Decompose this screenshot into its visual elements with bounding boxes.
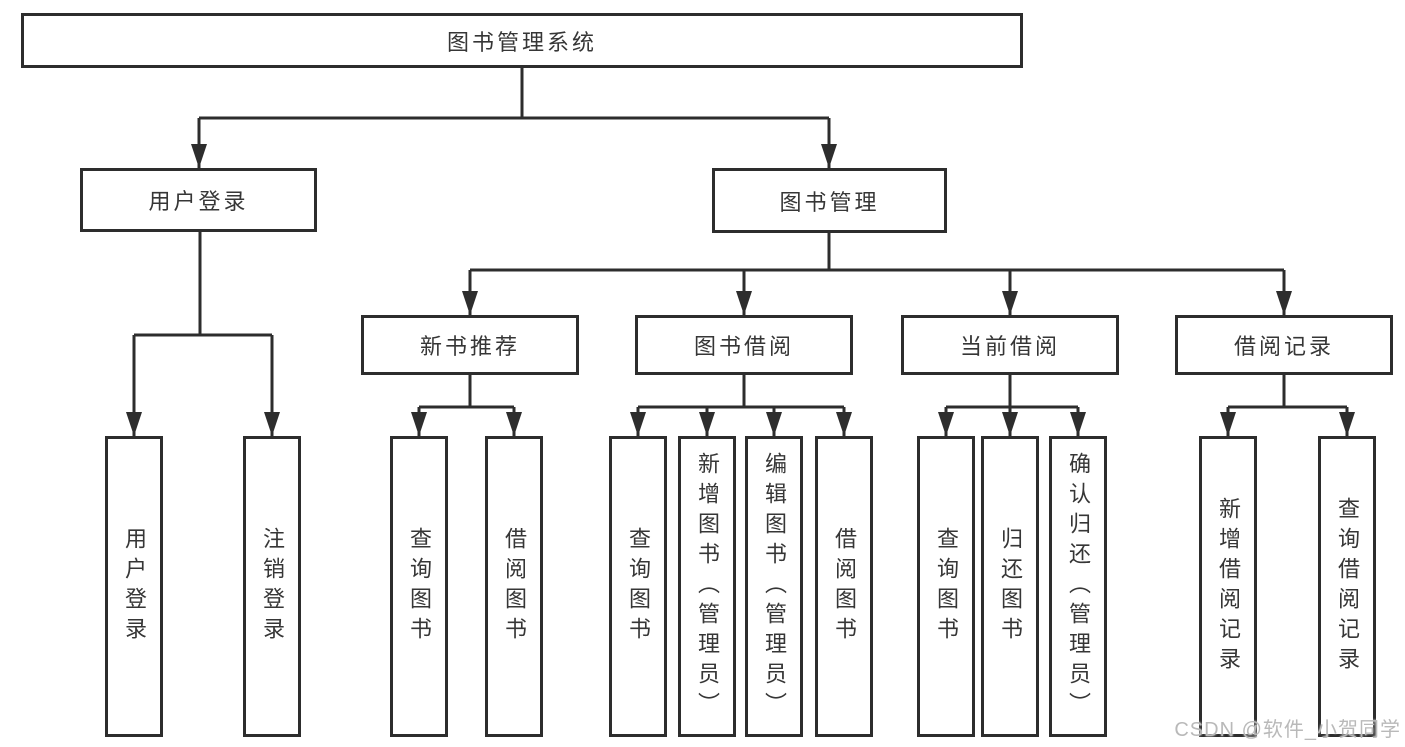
node-current-borrow: 当前借阅: [901, 315, 1119, 375]
leaf-edit-book-admin: 编辑图书（管理员）: [745, 436, 803, 737]
leaf-logout: 注销登录: [243, 436, 301, 737]
node-book-borrow: 图书借阅: [635, 315, 853, 375]
leaf-borrow-books-borrow: 借阅图书: [815, 436, 873, 737]
node-user-login: 用户登录: [80, 168, 317, 232]
leaf-query-books-current: 查询图书: [917, 436, 975, 737]
watermark: CSDN @软件_小贺同学: [1174, 719, 1401, 741]
leaf-confirm-return-admin: 确认归还（管理员）: [1049, 436, 1107, 737]
leaf-query-books-borrow: 查询图书: [609, 436, 667, 737]
leaf-return-book: 归还图书: [981, 436, 1039, 737]
leaf-query-borrow-record: 查询借阅记录: [1318, 436, 1376, 737]
leaf-query-books-recommend: 查询图书: [390, 436, 448, 737]
node-root: 图书管理系统: [21, 13, 1023, 68]
leaf-add-borrow-record: 新增借阅记录: [1199, 436, 1257, 737]
leaf-add-book-admin: 新增图书（管理员）: [678, 436, 736, 737]
leaf-user-login: 用户登录: [105, 436, 163, 737]
node-new-book-recommend: 新书推荐: [361, 315, 579, 375]
node-book-management: 图书管理: [712, 168, 947, 233]
node-borrow-records: 借阅记录: [1175, 315, 1393, 375]
leaf-borrow-books-recommend: 借阅图书: [485, 436, 543, 737]
